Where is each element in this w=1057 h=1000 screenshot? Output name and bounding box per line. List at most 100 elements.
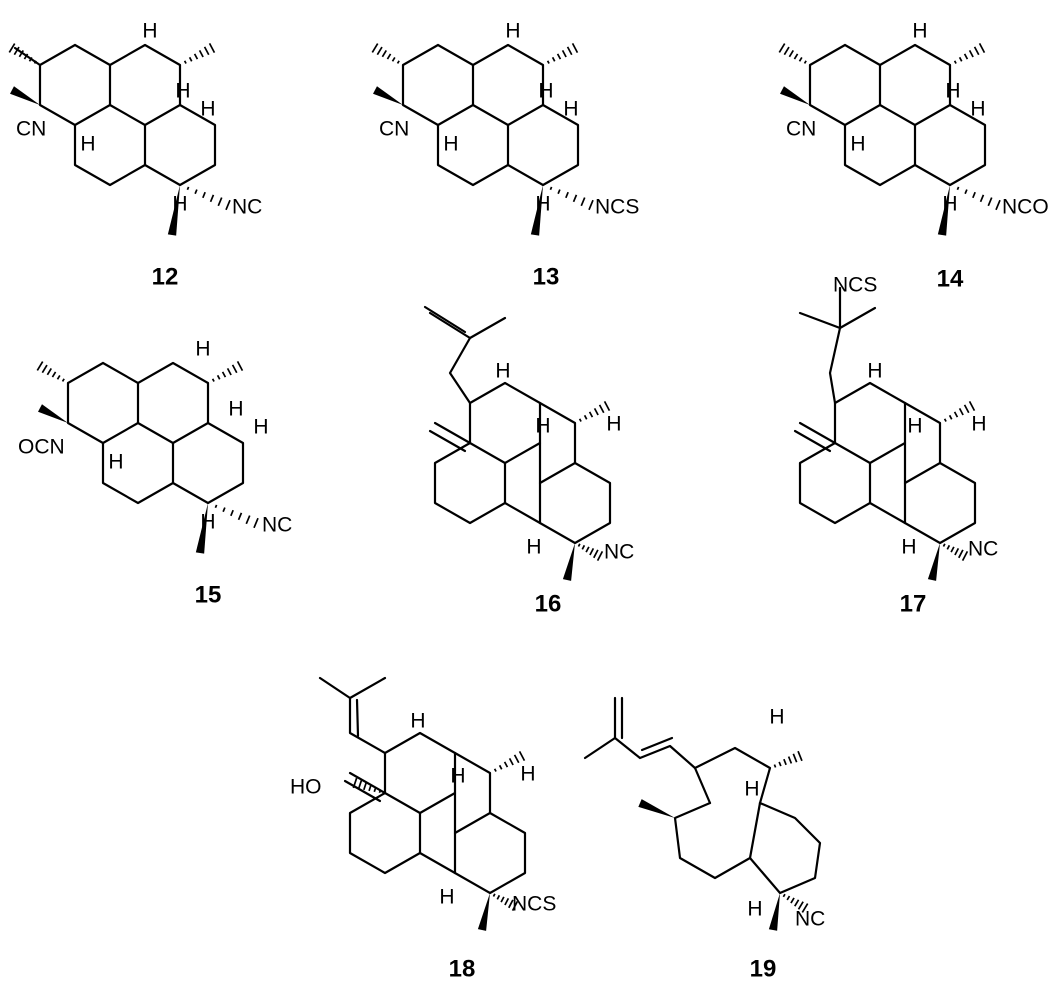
hydrogen-label: H — [108, 451, 123, 474]
bond-skeleton — [73, 123, 147, 187]
bond-skeleton — [503, 501, 542, 525]
bond-skeleton — [108, 43, 182, 127]
hash-bond — [546, 43, 579, 64]
substituent-label: NC — [968, 538, 998, 561]
substituent-label: CN — [16, 118, 46, 141]
hydrogen-label: H — [867, 360, 882, 383]
bond-skeleton — [171, 421, 245, 505]
compound-number: 19 — [750, 955, 777, 982]
hydrogen-label: H — [195, 338, 210, 361]
bond-skeleton — [66, 361, 140, 445]
hydrogen-label: H — [901, 536, 916, 559]
hydrogen-label: H — [971, 413, 986, 436]
bond-skeleton — [798, 311, 842, 405]
hydrogen-label: H — [175, 80, 190, 103]
hash-bond — [211, 361, 244, 382]
bond-skeleton — [355, 698, 360, 738]
bond-skeleton — [101, 441, 175, 505]
wedge-bond — [477, 893, 490, 931]
hash-bond — [36, 361, 65, 382]
hydrogen-label: H — [142, 20, 157, 43]
hydrogen-label: H — [907, 415, 922, 438]
wedge-bond — [38, 404, 68, 423]
hash-bond — [371, 43, 400, 64]
substituent-label: HO — [290, 776, 322, 799]
substituent-label: NC — [262, 514, 292, 537]
bond-skeleton — [673, 801, 762, 880]
bond-skeleton — [428, 429, 467, 453]
bond-skeleton — [748, 801, 822, 895]
bond-skeleton — [471, 43, 545, 127]
bond-skeleton — [868, 501, 907, 525]
bond-skeleton — [383, 731, 457, 815]
hydrogen-label: H — [538, 80, 553, 103]
hydrogen-label: H — [747, 898, 762, 921]
bond-skeleton — [38, 43, 112, 127]
bond-skeleton — [436, 123, 510, 187]
hydrogen-label: H — [526, 536, 541, 559]
compound-number: 13 — [533, 263, 560, 290]
bond-skeleton — [878, 43, 952, 127]
bond-skeleton — [453, 811, 527, 895]
bond-skeleton — [433, 441, 507, 525]
hash-bond — [549, 186, 594, 211]
bond-skeleton — [401, 43, 475, 127]
hash-bond — [773, 750, 803, 768]
bond-skeleton — [843, 123, 917, 187]
wedge-bond — [562, 543, 575, 581]
compound-17: NCS H H H H NC 17 — [793, 274, 998, 617]
hash-bond — [956, 186, 1001, 211]
hydrogen-label: H — [228, 398, 243, 421]
bond-skeleton — [538, 461, 612, 545]
bond-skeleton — [506, 103, 580, 187]
bond-skeleton — [833, 381, 907, 465]
bond-skeleton — [468, 381, 542, 465]
bond-skeleton — [640, 736, 674, 752]
hash-bond — [214, 504, 259, 529]
hydrogen-label: H — [535, 415, 550, 438]
bond-skeleton — [433, 421, 472, 445]
substituent-label: NCS — [512, 893, 556, 916]
compound-number: 14 — [937, 265, 964, 292]
hash-bond — [942, 543, 969, 562]
bond-skeleton — [838, 306, 877, 330]
compound-number: 17 — [900, 590, 927, 617]
hash-bond — [782, 893, 809, 913]
hash-bond — [778, 43, 807, 64]
bond-skeleton — [343, 779, 382, 803]
hydrogen-label: H — [520, 763, 535, 786]
hydrogen-label: H — [200, 98, 215, 121]
wedge-bond — [167, 185, 180, 236]
substituent-label: NC — [795, 908, 825, 931]
bond-skeleton — [448, 316, 507, 405]
hydrogen-label: H — [769, 706, 784, 729]
bond-skeleton — [793, 429, 832, 453]
substituent-label: NC — [232, 196, 262, 219]
hydrogen-label: H — [970, 98, 985, 121]
substituent-label: NCS — [833, 274, 877, 297]
bond-skeleton — [798, 421, 837, 445]
bond-skeleton — [318, 676, 387, 755]
substituent-label: NCS — [595, 196, 639, 219]
compound-number: 12 — [152, 263, 179, 290]
substituent-label: CN — [379, 118, 409, 141]
bond-skeleton — [348, 771, 387, 795]
bond-skeleton — [798, 441, 872, 525]
hash-bond — [493, 751, 526, 772]
bond-skeleton — [808, 43, 882, 127]
substituent-label: CN — [786, 118, 816, 141]
hydrogen-label: H — [912, 20, 927, 43]
hydrogen-label: H — [505, 20, 520, 43]
wedge-bond — [780, 86, 810, 105]
bond-skeleton — [913, 103, 987, 187]
compound-number: 16 — [535, 590, 562, 617]
bond-skeleton — [348, 791, 422, 875]
bond-skeleton — [428, 311, 472, 340]
